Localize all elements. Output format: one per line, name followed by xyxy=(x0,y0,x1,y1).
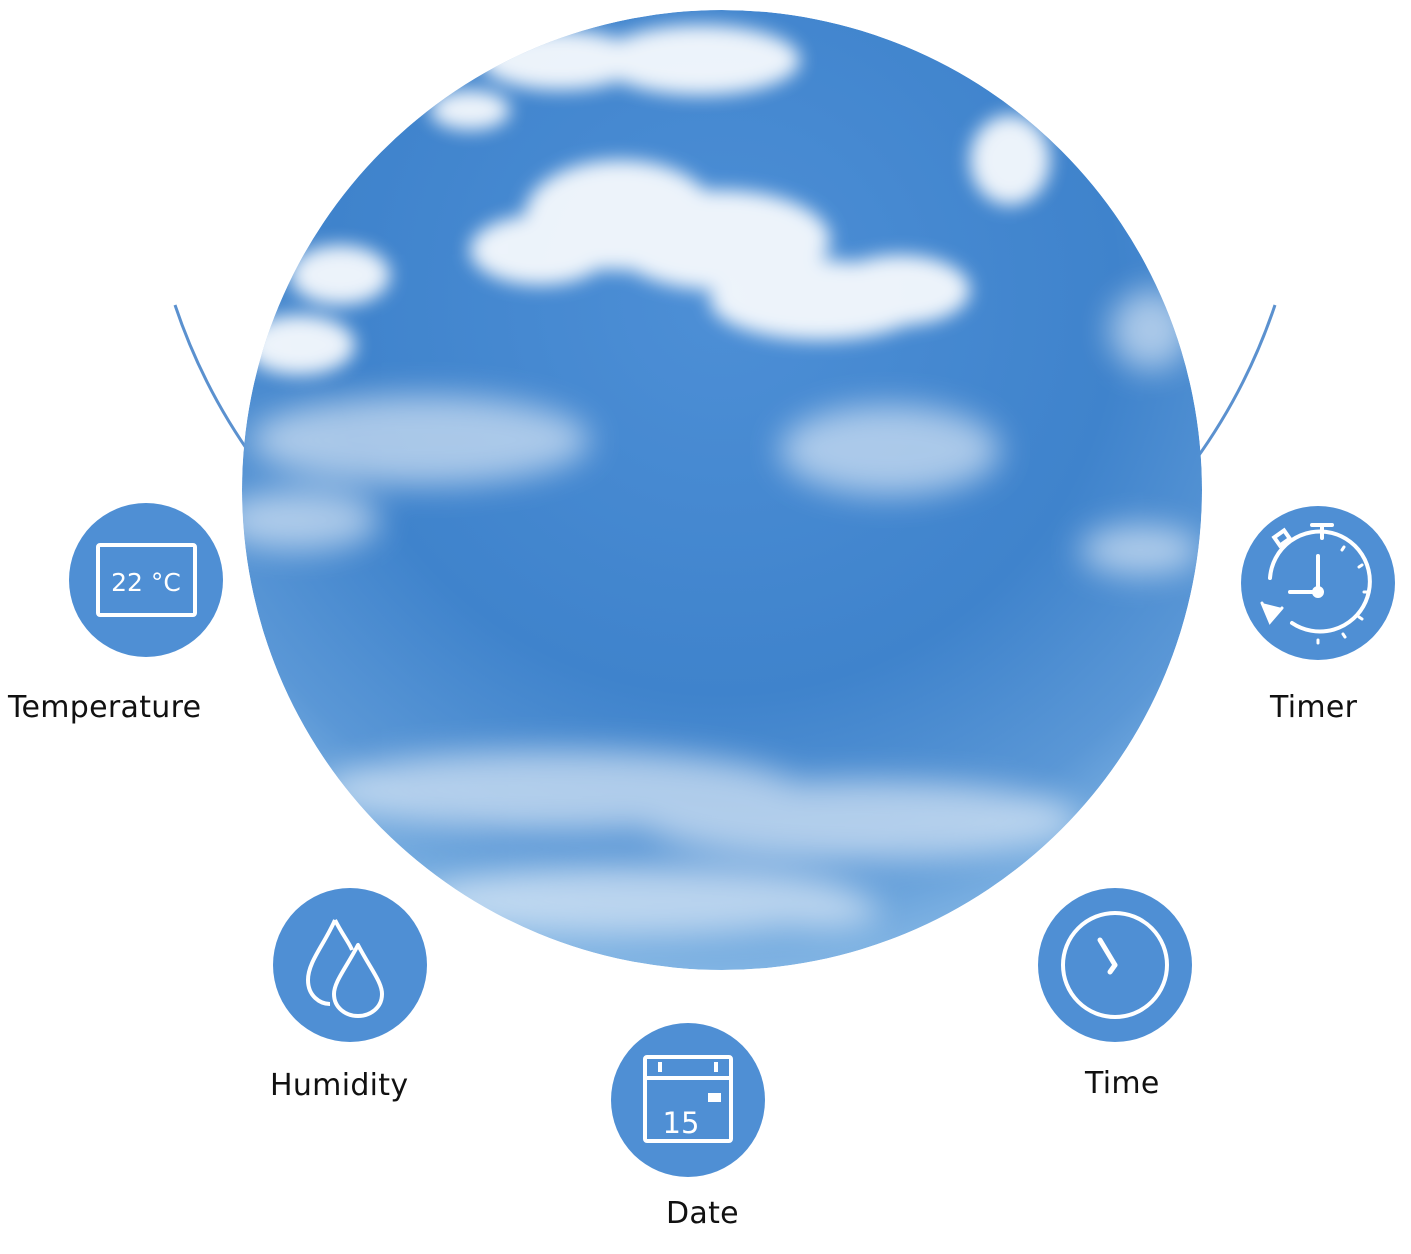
water-drops-icon xyxy=(306,919,384,1018)
date-label: Date xyxy=(666,1196,739,1231)
clock-icon xyxy=(1061,911,1169,1019)
temperature-label: Temperature xyxy=(8,690,202,725)
humidity-label: Humidity xyxy=(270,1068,409,1103)
time-label: Time xyxy=(1085,1066,1160,1101)
timer-label: Timer xyxy=(1270,690,1358,725)
temperature-display-value: 22 °C xyxy=(111,568,181,597)
calendar-icon xyxy=(643,1055,733,1143)
timer-badge[interactable] xyxy=(1241,506,1395,660)
temperature-badge[interactable]: 22 °C xyxy=(69,503,223,657)
humidity-badge[interactable] xyxy=(273,888,427,1042)
date-badge[interactable]: 15 xyxy=(611,1023,765,1177)
stopwatch-icon xyxy=(1260,523,1372,645)
date-display-value: 15 xyxy=(663,1106,700,1140)
sky-image xyxy=(242,10,1202,970)
thermometer-display-icon: 22 °C xyxy=(96,543,197,617)
time-badge[interactable] xyxy=(1038,888,1192,1042)
